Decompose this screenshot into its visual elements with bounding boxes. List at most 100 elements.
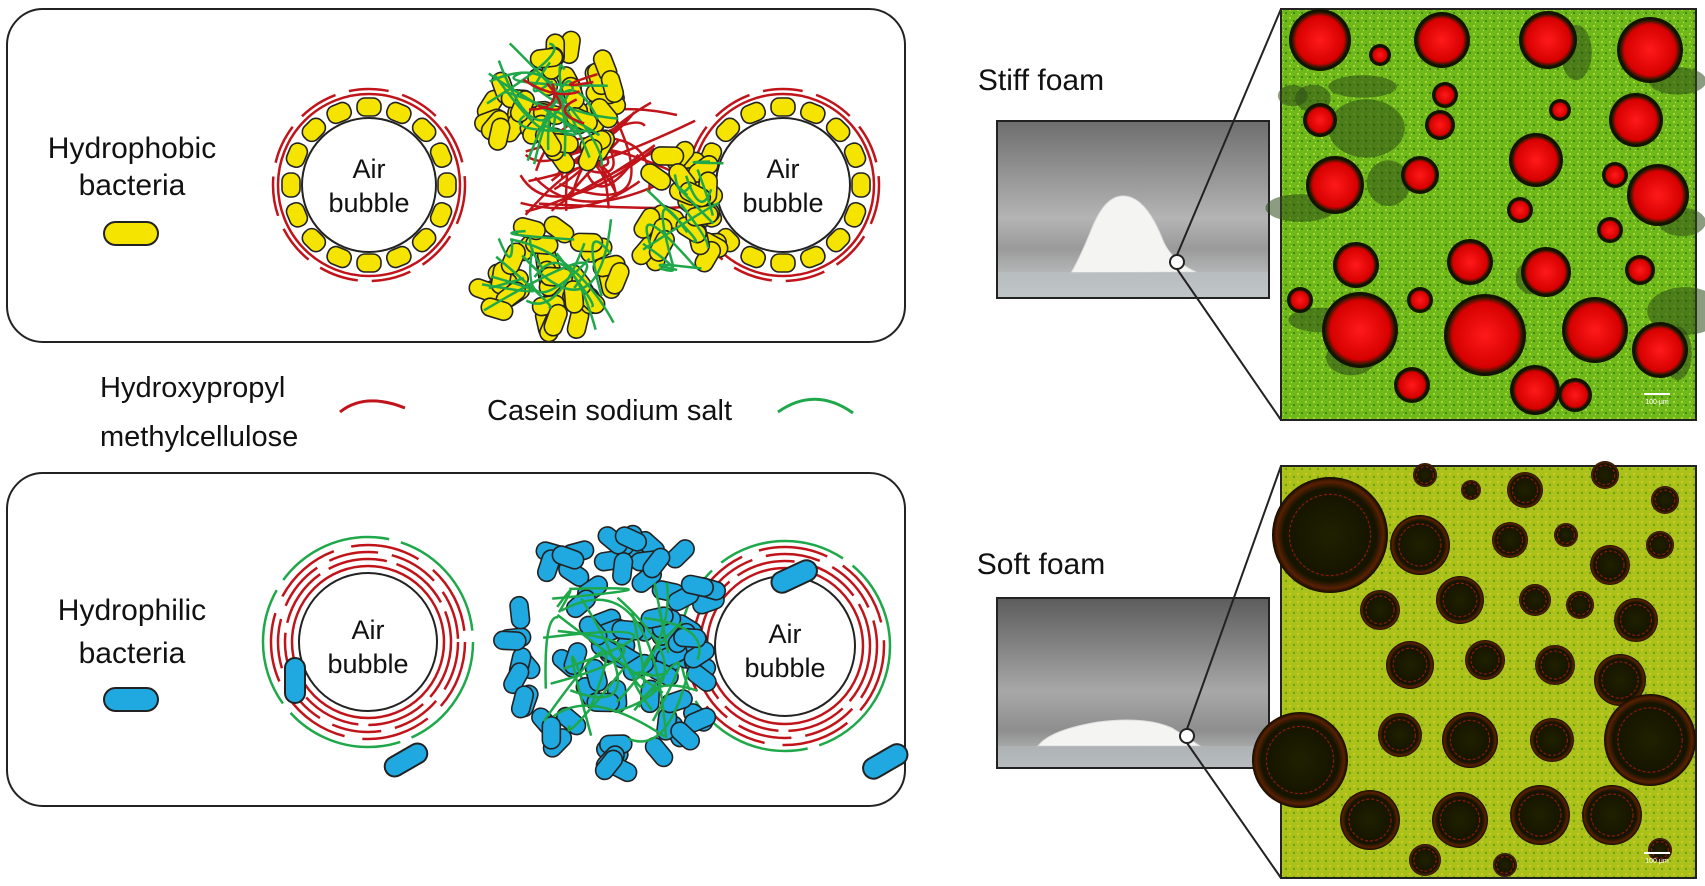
- polymer-strand: [673, 174, 693, 193]
- bacterium: [385, 245, 412, 269]
- soft-foam-photo-group: Soft foam: [977, 465, 1282, 879]
- micrograph-bubble: [1620, 20, 1680, 80]
- micrograph-bubble: [1513, 368, 1557, 412]
- bubble-inner-rim: [1649, 534, 1671, 556]
- stiff-micrograph-bubbles: [1287, 9, 1689, 415]
- legend: Hydroxypropyl methylcellulose Casein sod…: [100, 372, 854, 453]
- hydrophobic-label-line2: bacteria: [79, 169, 186, 202]
- top-left-bubble-bacteria-ring: [281, 97, 457, 273]
- micrograph-bubble: [1450, 242, 1490, 282]
- micrograph-bubble: [1292, 12, 1348, 68]
- bottom-left-bubble-bacterium: [383, 742, 429, 778]
- top-bacteria-cluster-lower: [468, 215, 630, 343]
- bacterium: [770, 97, 796, 117]
- polymer-strand: [488, 72, 581, 132]
- micrograph-bubble: [1397, 370, 1427, 400]
- bubble-inner-rim: [1265, 725, 1335, 795]
- bubble-inner-rim: [1365, 595, 1395, 625]
- top-right-bubble: Air bubble: [685, 87, 881, 283]
- bottom-left-air-bubble: [298, 572, 438, 712]
- polymer-strand: [533, 261, 597, 330]
- soft-foam-sample-marker: [1179, 728, 1195, 744]
- polymer-strand: [493, 74, 557, 132]
- micrograph-bubble: [1552, 102, 1568, 118]
- bottom-right-bubble-bacterium: [862, 743, 909, 780]
- casein-strand: [556, 589, 572, 613]
- polymer-strand: [483, 261, 589, 312]
- hpmc-legend-line2: methylcellulose: [100, 421, 298, 453]
- micrograph-bubble: [1417, 15, 1467, 65]
- top-panel-frame: [6, 8, 906, 343]
- micrograph-bubble: [1372, 47, 1388, 63]
- bacterium: [770, 253, 796, 273]
- top-left-bubble-label-line1: Air: [353, 154, 386, 184]
- casein-strand: [637, 684, 699, 708]
- casein-strand: [628, 672, 690, 743]
- hydrophobic-label-line1: Hydrophobic: [48, 132, 216, 165]
- bubble-inner-rim: [1463, 482, 1479, 498]
- bubble-inner-rim: [1650, 840, 1669, 859]
- bacterium: [326, 101, 353, 125]
- bacterium: [356, 253, 382, 273]
- polymer-strand: [646, 188, 698, 243]
- polymer-strand: [532, 61, 554, 93]
- hpmc-strand: [569, 73, 598, 87]
- polymer-strand: [645, 223, 698, 270]
- bacterium: [715, 117, 741, 143]
- micrograph-bubble: [1336, 245, 1376, 285]
- soft-foam-micrograph: 100 µm: [1252, 461, 1697, 879]
- polymer-strand: [528, 235, 545, 271]
- micrograph-bubble: [1612, 96, 1660, 144]
- bubble-inner-rim: [1413, 848, 1437, 872]
- bacterium: [686, 663, 717, 692]
- bacterium: [825, 227, 851, 253]
- top-bacteria-cluster-right: [631, 140, 729, 273]
- micrograph-bubble: [1524, 250, 1568, 294]
- casein-strand: [552, 587, 630, 600]
- bubble-inner-rim: [1496, 526, 1524, 554]
- bacterium: [301, 227, 327, 253]
- stiff-foam-micrograph: 100 µm: [1265, 8, 1705, 421]
- micrograph-bubble: [1635, 325, 1685, 375]
- casein-strand: [615, 612, 646, 689]
- polymer-strand: [642, 242, 675, 272]
- casein-strand: [556, 613, 664, 694]
- stiff-foam-label: Stiff foam: [978, 64, 1104, 97]
- soft-scale-bar: [1644, 852, 1670, 854]
- hpmc-strand: [563, 98, 585, 125]
- casein-legend-swatch: [777, 397, 854, 415]
- bubble-inner-rim: [1449, 719, 1491, 761]
- top-right-bubble-bacteria-ring: [695, 97, 871, 273]
- dark-patch: [1366, 160, 1411, 206]
- bubble-inner-rim: [1556, 525, 1575, 544]
- bottom-left-bubble-bacterium: [284, 657, 306, 704]
- bacterium: [429, 201, 453, 228]
- polymer-strand: [679, 203, 710, 249]
- polymer-strand: [489, 71, 567, 157]
- bacterium: [509, 595, 531, 630]
- micrograph-bubble: [1522, 14, 1574, 66]
- polymer-strand: [692, 160, 724, 165]
- bubble-inner-rim: [1392, 647, 1428, 683]
- top-panel: Hydrophobic bacteria Air bubble Air bubb…: [6, 8, 906, 343]
- polymer-strand: [495, 255, 552, 309]
- bubble-inner-rim: [1415, 466, 1434, 485]
- bacterium: [411, 227, 437, 253]
- bacterium: [385, 101, 412, 125]
- bacterium: [843, 201, 867, 228]
- micrograph-bubble: [1447, 297, 1523, 373]
- stiff-zoom-line-top: [1176, 8, 1282, 256]
- bacterium: [512, 217, 546, 241]
- top-right-air-bubble: [715, 117, 851, 253]
- micrograph-bubble: [1290, 290, 1310, 310]
- polymer-strand: [510, 229, 575, 241]
- hpmc-strand: [528, 83, 556, 111]
- micrograph-bubble: [1565, 300, 1625, 360]
- bacterium: [604, 262, 630, 295]
- casein-strand: [641, 621, 683, 677]
- stiff-scale-bar-label: 100 µm: [1645, 399, 1669, 406]
- top-left-bubble-hpmc-shell: [271, 87, 467, 283]
- polymer-strand: [525, 242, 586, 305]
- bacterium: [487, 117, 511, 151]
- bacterium: [541, 716, 562, 750]
